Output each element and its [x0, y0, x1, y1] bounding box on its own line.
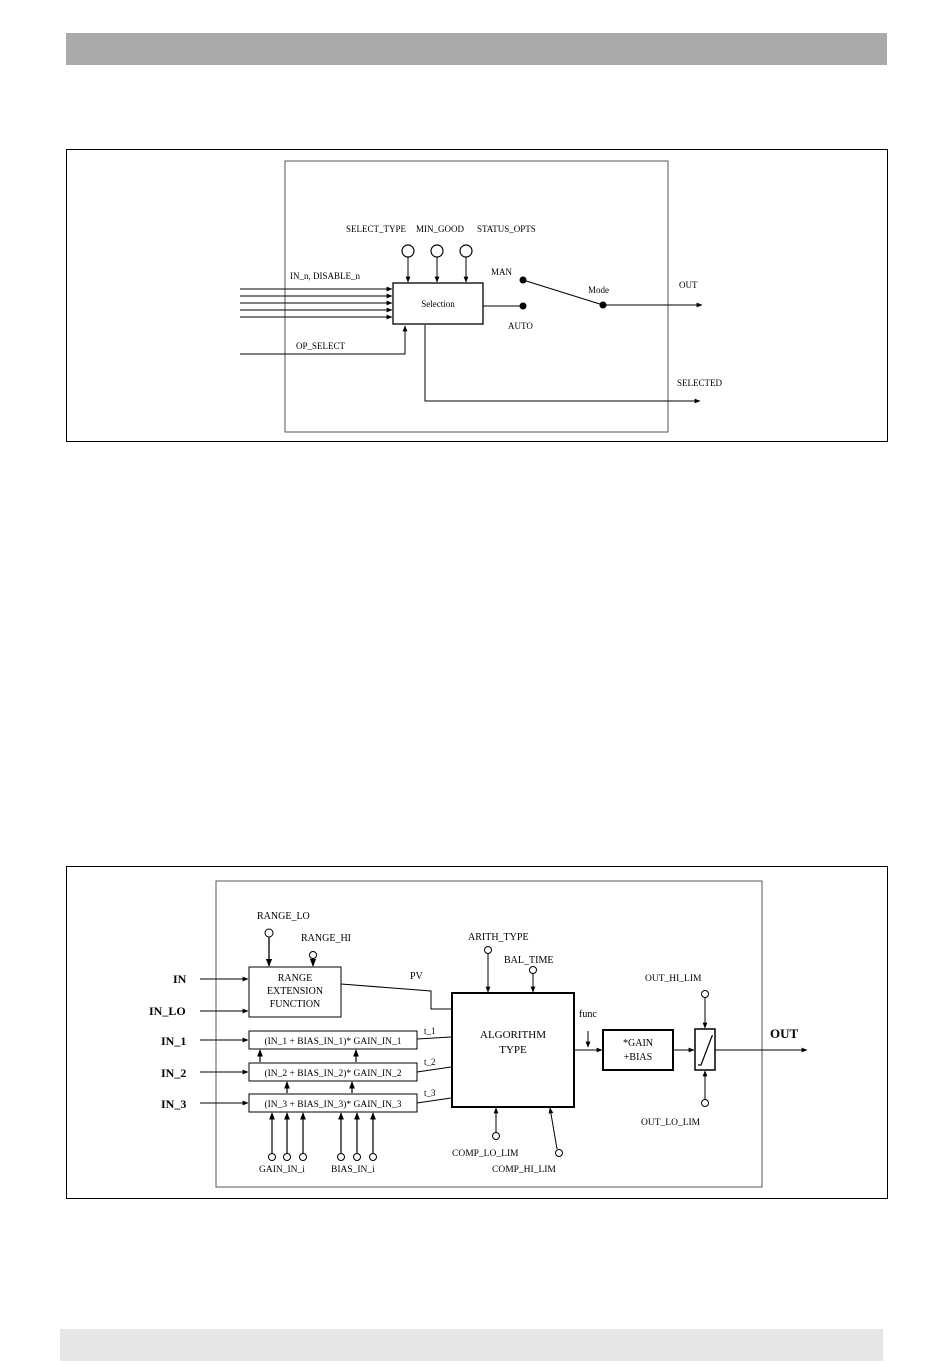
t-1-label: t_1 [424, 1026, 436, 1036]
param-circle-icon [430, 244, 444, 258]
param-circle-icon [555, 1149, 563, 1157]
select-type-param [401, 244, 415, 283]
page-header-bar [66, 33, 887, 65]
min-good-label: MIN_GOOD [416, 224, 464, 234]
selection-block [392, 282, 484, 325]
algorithm-line2: TYPE [499, 1044, 527, 1056]
param-circle-icon [283, 1153, 291, 1161]
out-hi-lim-label: OUT_HI_LIM [645, 974, 702, 984]
param-circle-icon [337, 1153, 345, 1161]
param-circle-icon [529, 966, 537, 974]
input-selector-diagram-frame: SELECT_TYPE MIN_GOOD STATUS_OPTS Selecti… [66, 149, 888, 442]
bias-in-i-label: BIAS_IN_i [331, 1165, 375, 1175]
arith-type-param [484, 946, 492, 993]
man-label: MAN [491, 267, 513, 277]
param-circle-icon [369, 1153, 377, 1161]
bias-in-i-params [337, 1112, 377, 1161]
in-2-label: IN_2 [161, 1066, 186, 1080]
comp-lo-lim-param [492, 1107, 500, 1140]
param-circle-icon [299, 1153, 307, 1161]
algorithm-line1: ALGORITHM [480, 1029, 546, 1041]
status-opts-param [459, 244, 473, 283]
formula-box-1 [248, 1030, 418, 1050]
formula-link-arrows [257, 1049, 359, 1093]
auto-label: AUTO [508, 321, 533, 331]
formula-1: (IN_1 + BIAS_IN_1)* GAIN_IN_1 [264, 1036, 401, 1047]
in-lo-label: IN_LO [149, 1004, 186, 1018]
param-circle-icon [484, 946, 492, 954]
range-lo-label: RANGE_LO [257, 911, 310, 922]
bal-time-param [529, 966, 537, 993]
arithmetic-block-diagram: RANGE_LO RANGE_HI IN IN_LO RANGE EXTENSI… [149, 880, 808, 1188]
pv-line [340, 983, 451, 1010]
param-circle-icon [701, 1099, 709, 1107]
out-hi-lim-param [701, 990, 709, 1029]
gain-bias-block [602, 1029, 674, 1071]
op-select-line [240, 325, 408, 355]
function-block-border [215, 880, 763, 1188]
input-selector-diagram: SELECT_TYPE MIN_GOOD STATUS_OPTS Selecti… [240, 160, 722, 433]
t-2-line [416, 1066, 452, 1073]
gain-line2: +BIAS [624, 1052, 652, 1063]
t-3-line [416, 1097, 452, 1104]
gain-line1: *GAIN [623, 1038, 653, 1049]
formula-3: (IN_3 + BIAS_IN_3)* GAIN_IN_3 [264, 1099, 401, 1110]
op-select-label: OP_SELECT [296, 341, 346, 351]
input-lines [240, 286, 393, 320]
arithmetic-block-diagram-frame: RANGE_LO RANGE_HI IN IN_LO RANGE EXTENSI… [66, 866, 888, 1199]
out-lo-lim-param [701, 1070, 709, 1107]
pv-label: PV [410, 971, 424, 982]
min-good-param [430, 244, 444, 283]
range-ext-line2: EXTENSION [267, 986, 323, 997]
param-circle-icon [492, 1132, 500, 1140]
selected-label: SELECTED [677, 378, 722, 388]
t-1-line [416, 1036, 452, 1040]
param-circle-icon [401, 244, 415, 258]
bal-time-label: BAL_TIME [504, 955, 553, 966]
func-label: func [579, 1009, 597, 1020]
arith-type-label: ARITH_TYPE [468, 932, 529, 943]
param-circle-icon [353, 1153, 361, 1161]
param-circle-icon [459, 244, 473, 258]
mode-switch-lever [522, 279, 604, 306]
param-circle-icon [701, 990, 709, 998]
range-hi-param [309, 951, 317, 967]
param-circle-icon [268, 1153, 276, 1161]
selection-label: Selection [421, 299, 455, 309]
in-label: IN [173, 972, 187, 986]
gain-in-i-params [268, 1112, 307, 1161]
range-ext-line3: FUNCTION [270, 999, 321, 1010]
comp-hi-lim-label: COMP_HI_LIM [492, 1165, 556, 1175]
range-ext-line1: RANGE [278, 973, 312, 984]
in-3-label: IN_3 [161, 1097, 186, 1111]
range-hi-label: RANGE_HI [301, 933, 351, 944]
t-3-label: t_3 [424, 1088, 436, 1098]
range-extension-block [248, 966, 342, 1018]
status-opts-label: STATUS_OPTS [477, 224, 536, 234]
gain-in-i-label: GAIN_IN_i [259, 1165, 305, 1175]
out-label: OUT [679, 280, 698, 290]
in-1-label: IN_1 [161, 1034, 186, 1048]
comp-hi-lim-param [548, 1107, 563, 1157]
selected-line [424, 325, 701, 404]
select-type-label: SELECT_TYPE [346, 224, 407, 234]
t-2-label: t_2 [424, 1057, 436, 1067]
out-label: OUT [770, 1026, 799, 1041]
output-limiter-block [694, 1028, 716, 1071]
range-lo-param [264, 928, 274, 967]
limiter-curve-icon [698, 1035, 713, 1066]
comp-lo-lim-label: COMP_LO_LIM [452, 1149, 519, 1159]
in-disable-label: IN_n, DISABLE_n [290, 271, 360, 281]
out-lo-lim-label: OUT_LO_LIM [641, 1118, 701, 1128]
page-footer-bar [60, 1329, 883, 1361]
formula-2: (IN_2 + BIAS_IN_2)* GAIN_IN_2 [264, 1068, 401, 1079]
param-circle-icon [309, 951, 317, 959]
mode-label: Mode [588, 285, 609, 295]
param-circle-icon [264, 928, 274, 938]
